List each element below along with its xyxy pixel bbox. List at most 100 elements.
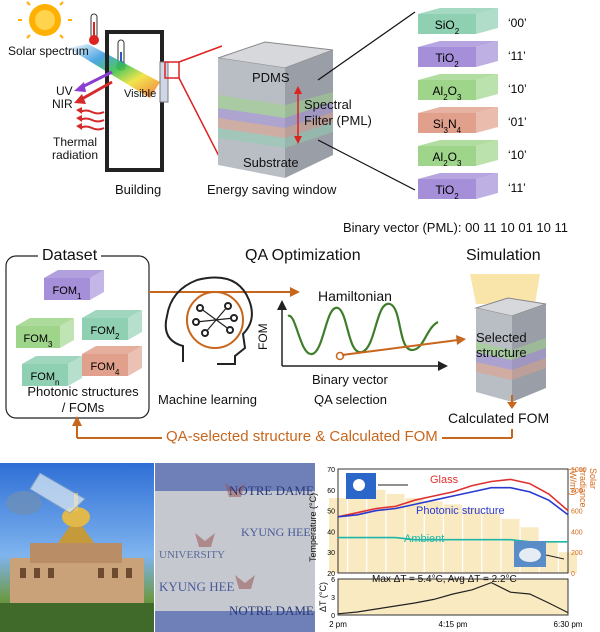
pdms-label: PDMS bbox=[252, 70, 290, 85]
irr-tick: 800 bbox=[571, 488, 583, 495]
dataset-arrow-icon bbox=[290, 287, 300, 297]
layer-1: TiO2‘11’ bbox=[418, 41, 526, 69]
layer-material: Al2O3 bbox=[433, 84, 462, 102]
flag-text-2: KYUNG HEE bbox=[241, 525, 311, 539]
spectral-filter-label: Spectral Filter (PML) bbox=[304, 97, 372, 129]
temp-tick: 30 bbox=[327, 550, 335, 557]
loop-arrow-icon bbox=[72, 416, 82, 426]
glass-legend: Glass bbox=[430, 474, 459, 486]
machine-learning-head-icon bbox=[164, 276, 253, 365]
layer-code: ‘01’ bbox=[508, 115, 527, 129]
top-diagram: SiO2 ‘00’ TiO2‘11’ Al2O3‘10’ Si3N4 ‘01’ Al2O3‘… bbox=[18, 1, 527, 201]
cloudy-sky-icon bbox=[514, 541, 565, 567]
solar-spectrum-label: Solar spectrum bbox=[8, 44, 89, 58]
layer-material: TiO2 bbox=[435, 51, 459, 69]
irradiance-bar bbox=[463, 508, 482, 573]
notre-dame-building-photo bbox=[0, 463, 154, 632]
x-tick: 4:15 pm bbox=[439, 620, 468, 629]
fom-label: FOMn bbox=[31, 371, 60, 387]
photonic-structures-label: Photonic structures / FOMs bbox=[14, 384, 152, 416]
temp-tick: 50 bbox=[327, 509, 335, 516]
x-tick: 2 pm bbox=[329, 620, 347, 629]
building-label: Building bbox=[115, 182, 162, 197]
visible-label: Visible bbox=[124, 88, 157, 100]
thermal-label-line1: Thermal bbox=[53, 135, 98, 149]
fom-label: FOM1 bbox=[53, 285, 82, 301]
irradiance-bar bbox=[405, 498, 424, 573]
qa-optimization-title: QA Optimization bbox=[245, 247, 361, 264]
series-line-1 bbox=[337, 486, 569, 518]
layer-code: ‘00’ bbox=[508, 16, 527, 30]
dt-axis-label: ΔT (°C) bbox=[318, 582, 328, 612]
fom-cube-1: FOM2 bbox=[82, 310, 142, 341]
fom-label: FOM2 bbox=[91, 325, 120, 341]
thermal-radiation-icon bbox=[76, 107, 105, 131]
fom-label: FOM4 bbox=[91, 361, 120, 377]
temp-tick: 40 bbox=[327, 529, 335, 536]
fom-cube-3: FOM4 bbox=[82, 346, 142, 377]
window-cube bbox=[217, 41, 334, 178]
flag-text-4: NOTRE DAME bbox=[229, 603, 314, 618]
layer-stack: SiO2 ‘00’ TiO2‘11’ Al2O3‘10’ Si3N4 ‘01’ Al2O3‘… bbox=[418, 8, 527, 201]
photonic-line1: Photonic structures bbox=[27, 384, 139, 399]
dt-tick: 6 bbox=[331, 577, 335, 584]
selected-line1: Selected bbox=[476, 330, 527, 345]
nir-arrow-icon bbox=[74, 80, 113, 104]
layer-material: Al2O3 bbox=[433, 150, 462, 168]
down-arrow-icon bbox=[507, 402, 517, 409]
flag-text-5: KYUNG HEE bbox=[159, 579, 235, 594]
temp-tick: 60 bbox=[327, 488, 335, 495]
irradiance-bar bbox=[444, 504, 462, 573]
substrate-label: Substrate bbox=[243, 155, 299, 170]
flag-text-1: NOTRE DAME bbox=[229, 483, 314, 498]
layer-material: Si3N4 bbox=[433, 117, 462, 135]
layer-material: SiO2 bbox=[435, 18, 460, 36]
calculated-fom-label: Calculated FOM bbox=[448, 410, 550, 426]
fom-cube-0: FOM1 bbox=[44, 270, 104, 301]
photonic-line2: / FOMs bbox=[61, 400, 105, 415]
simulation-cube bbox=[470, 274, 547, 402]
uv-arrow-icon bbox=[74, 70, 113, 92]
layer-2: Al2O3‘10’ bbox=[418, 74, 527, 102]
photonic-legend: Photonic structure bbox=[416, 505, 505, 517]
hamiltonian-plot bbox=[277, 300, 466, 371]
irr-tick: 1000 bbox=[571, 467, 587, 474]
nir-label: NIR bbox=[52, 97, 73, 111]
max-dt-annotation: Max ΔT = 5.4°C, Avg ΔT = 2.2°C bbox=[372, 574, 517, 585]
irr-tick: 0 bbox=[571, 571, 575, 578]
irradiance-bar bbox=[348, 493, 367, 573]
simulation-title: Simulation bbox=[466, 247, 541, 264]
layer-5: TiO2‘11’ bbox=[418, 173, 526, 201]
selected-line2: structure bbox=[476, 345, 527, 360]
layer-3: Si3N4 ‘01’ bbox=[418, 107, 527, 135]
dataset-title: Dataset bbox=[38, 247, 102, 265]
temp-tick: 20 bbox=[327, 571, 335, 578]
loop-label: QA-selected structure & Calculated FOM bbox=[162, 428, 442, 445]
irradiance-bar bbox=[424, 501, 443, 573]
fom-label: FOM3 bbox=[24, 333, 53, 349]
energy-window-label: Energy saving window bbox=[207, 182, 337, 197]
irr-tick: 600 bbox=[571, 509, 583, 516]
irradiance-bar bbox=[386, 493, 405, 573]
flag-text-3: UNIVERSITY bbox=[159, 549, 225, 561]
dt-tick: 3 bbox=[331, 595, 335, 602]
layer-material: TiO2 bbox=[435, 183, 459, 201]
building-outline bbox=[105, 30, 164, 172]
window-zoom-box bbox=[164, 61, 180, 79]
selection-arrow-icon bbox=[456, 335, 466, 345]
irradiance-bar bbox=[482, 512, 501, 573]
irr-tick: 200 bbox=[571, 550, 583, 557]
binary-vector-label: Binary vector (PML): 00 11 10 01 10 11 bbox=[343, 220, 568, 235]
dt-line bbox=[337, 581, 569, 615]
thermometer-hot-icon bbox=[89, 13, 99, 45]
fom-cube-2: FOM3 bbox=[16, 318, 74, 349]
qa-selection-label: QA selection bbox=[314, 392, 387, 407]
fom-cube-4: FOMn bbox=[22, 356, 82, 387]
thermal-label: Thermal radiation bbox=[52, 136, 98, 162]
temp-axis-label: Temperature (°C) bbox=[308, 492, 318, 562]
layer-4: Al2O3‘10’ bbox=[418, 140, 527, 168]
chart-frame bbox=[337, 468, 569, 574]
spectral-line2: Filter (PML) bbox=[304, 113, 372, 128]
